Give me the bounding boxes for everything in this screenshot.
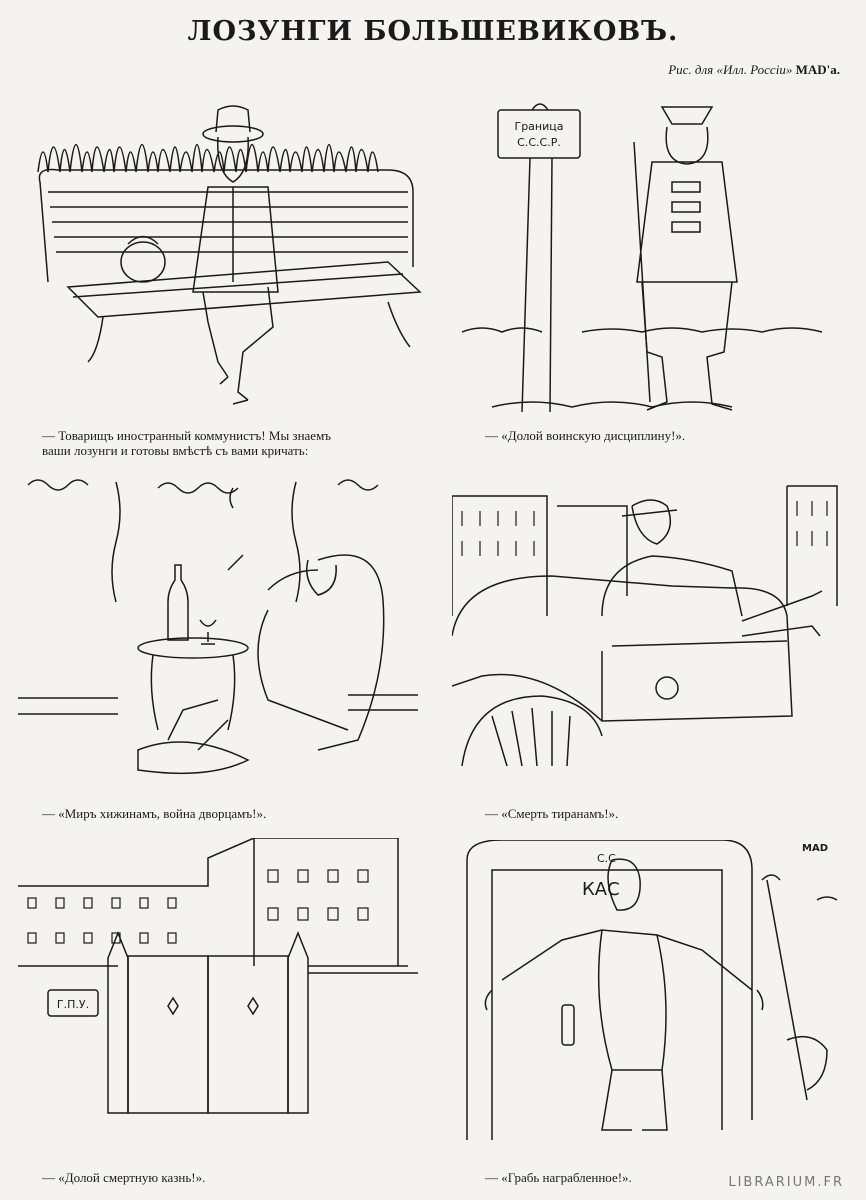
caption-line: — «Долой смертную казнь!». [42,1170,206,1185]
panel-bench-illustration [28,92,428,417]
caption-line: — «Долой воинскую дисциплину!». [485,428,686,443]
credit-prefix: Рис. для «Илл. Россіи» [668,62,793,77]
border-guard-drawing: Граница С.С.С.Р. [462,103,823,413]
panel-safe-illustration: С.С КАС [462,840,842,1140]
safe-label-top: С.С [597,852,616,865]
caption-line: — «Смерть тиранамъ!». [485,806,619,821]
caption-panel-6: — «Грабь награбленное!». [485,1170,632,1185]
bench-drawing [37,105,422,405]
panel-prison-illustration: Г.П.У. [18,838,424,1138]
armchair-drawing [18,479,418,775]
caption-panel-1: — Товарищъ иностранный коммунистъ! Мы зн… [42,428,331,458]
caption-line: — «Миръ хижинамъ, война дворцамъ!». [42,806,267,821]
watermark: LIBRARIUM.FR [728,1175,844,1190]
safe-label-kassa: КАС [582,879,620,900]
prison-drawing: Г.П.У. [18,838,418,1114]
caption-panel-2: — «Долой воинскую дисциплину!». [485,428,685,443]
border-sign-line-1: Граница [514,120,563,133]
panel-car-illustration [452,476,842,791]
artist-signature: MAD [802,843,828,854]
caption-line: — Товарищъ иностранный коммунистъ! Мы зн… [42,428,332,443]
border-sign-line-2: С.С.С.Р. [517,136,561,149]
car-drawing [452,485,838,767]
credit-author: MAD'a. [795,62,840,77]
caption-panel-4: — «Смерть тиранамъ!». [485,806,618,821]
panel-border-guard-illustration: Граница С.С.С.Р. [462,92,842,417]
gpu-sign-text: Г.П.У. [57,998,89,1011]
caption-panel-3: — «Миръ хижинамъ, война дворцамъ!». [42,806,266,821]
caption-line: — «Грабь награбленное!». [485,1170,632,1185]
illustration-credit: Рис. для «Илл. Россіи» MAD'a. [668,62,840,78]
safe-drawing: С.С КАС [466,840,838,1140]
page-title: ЛОЗУНГИ БОЛЬШЕВИКОВЪ. [187,16,679,47]
panel-armchair-illustration [18,470,418,790]
caption-panel-5: — «Долой смертную казнь!». [42,1170,205,1185]
caption-line: ваши лозунги и готовы вмѣстѣ съ вами кри… [42,443,309,458]
